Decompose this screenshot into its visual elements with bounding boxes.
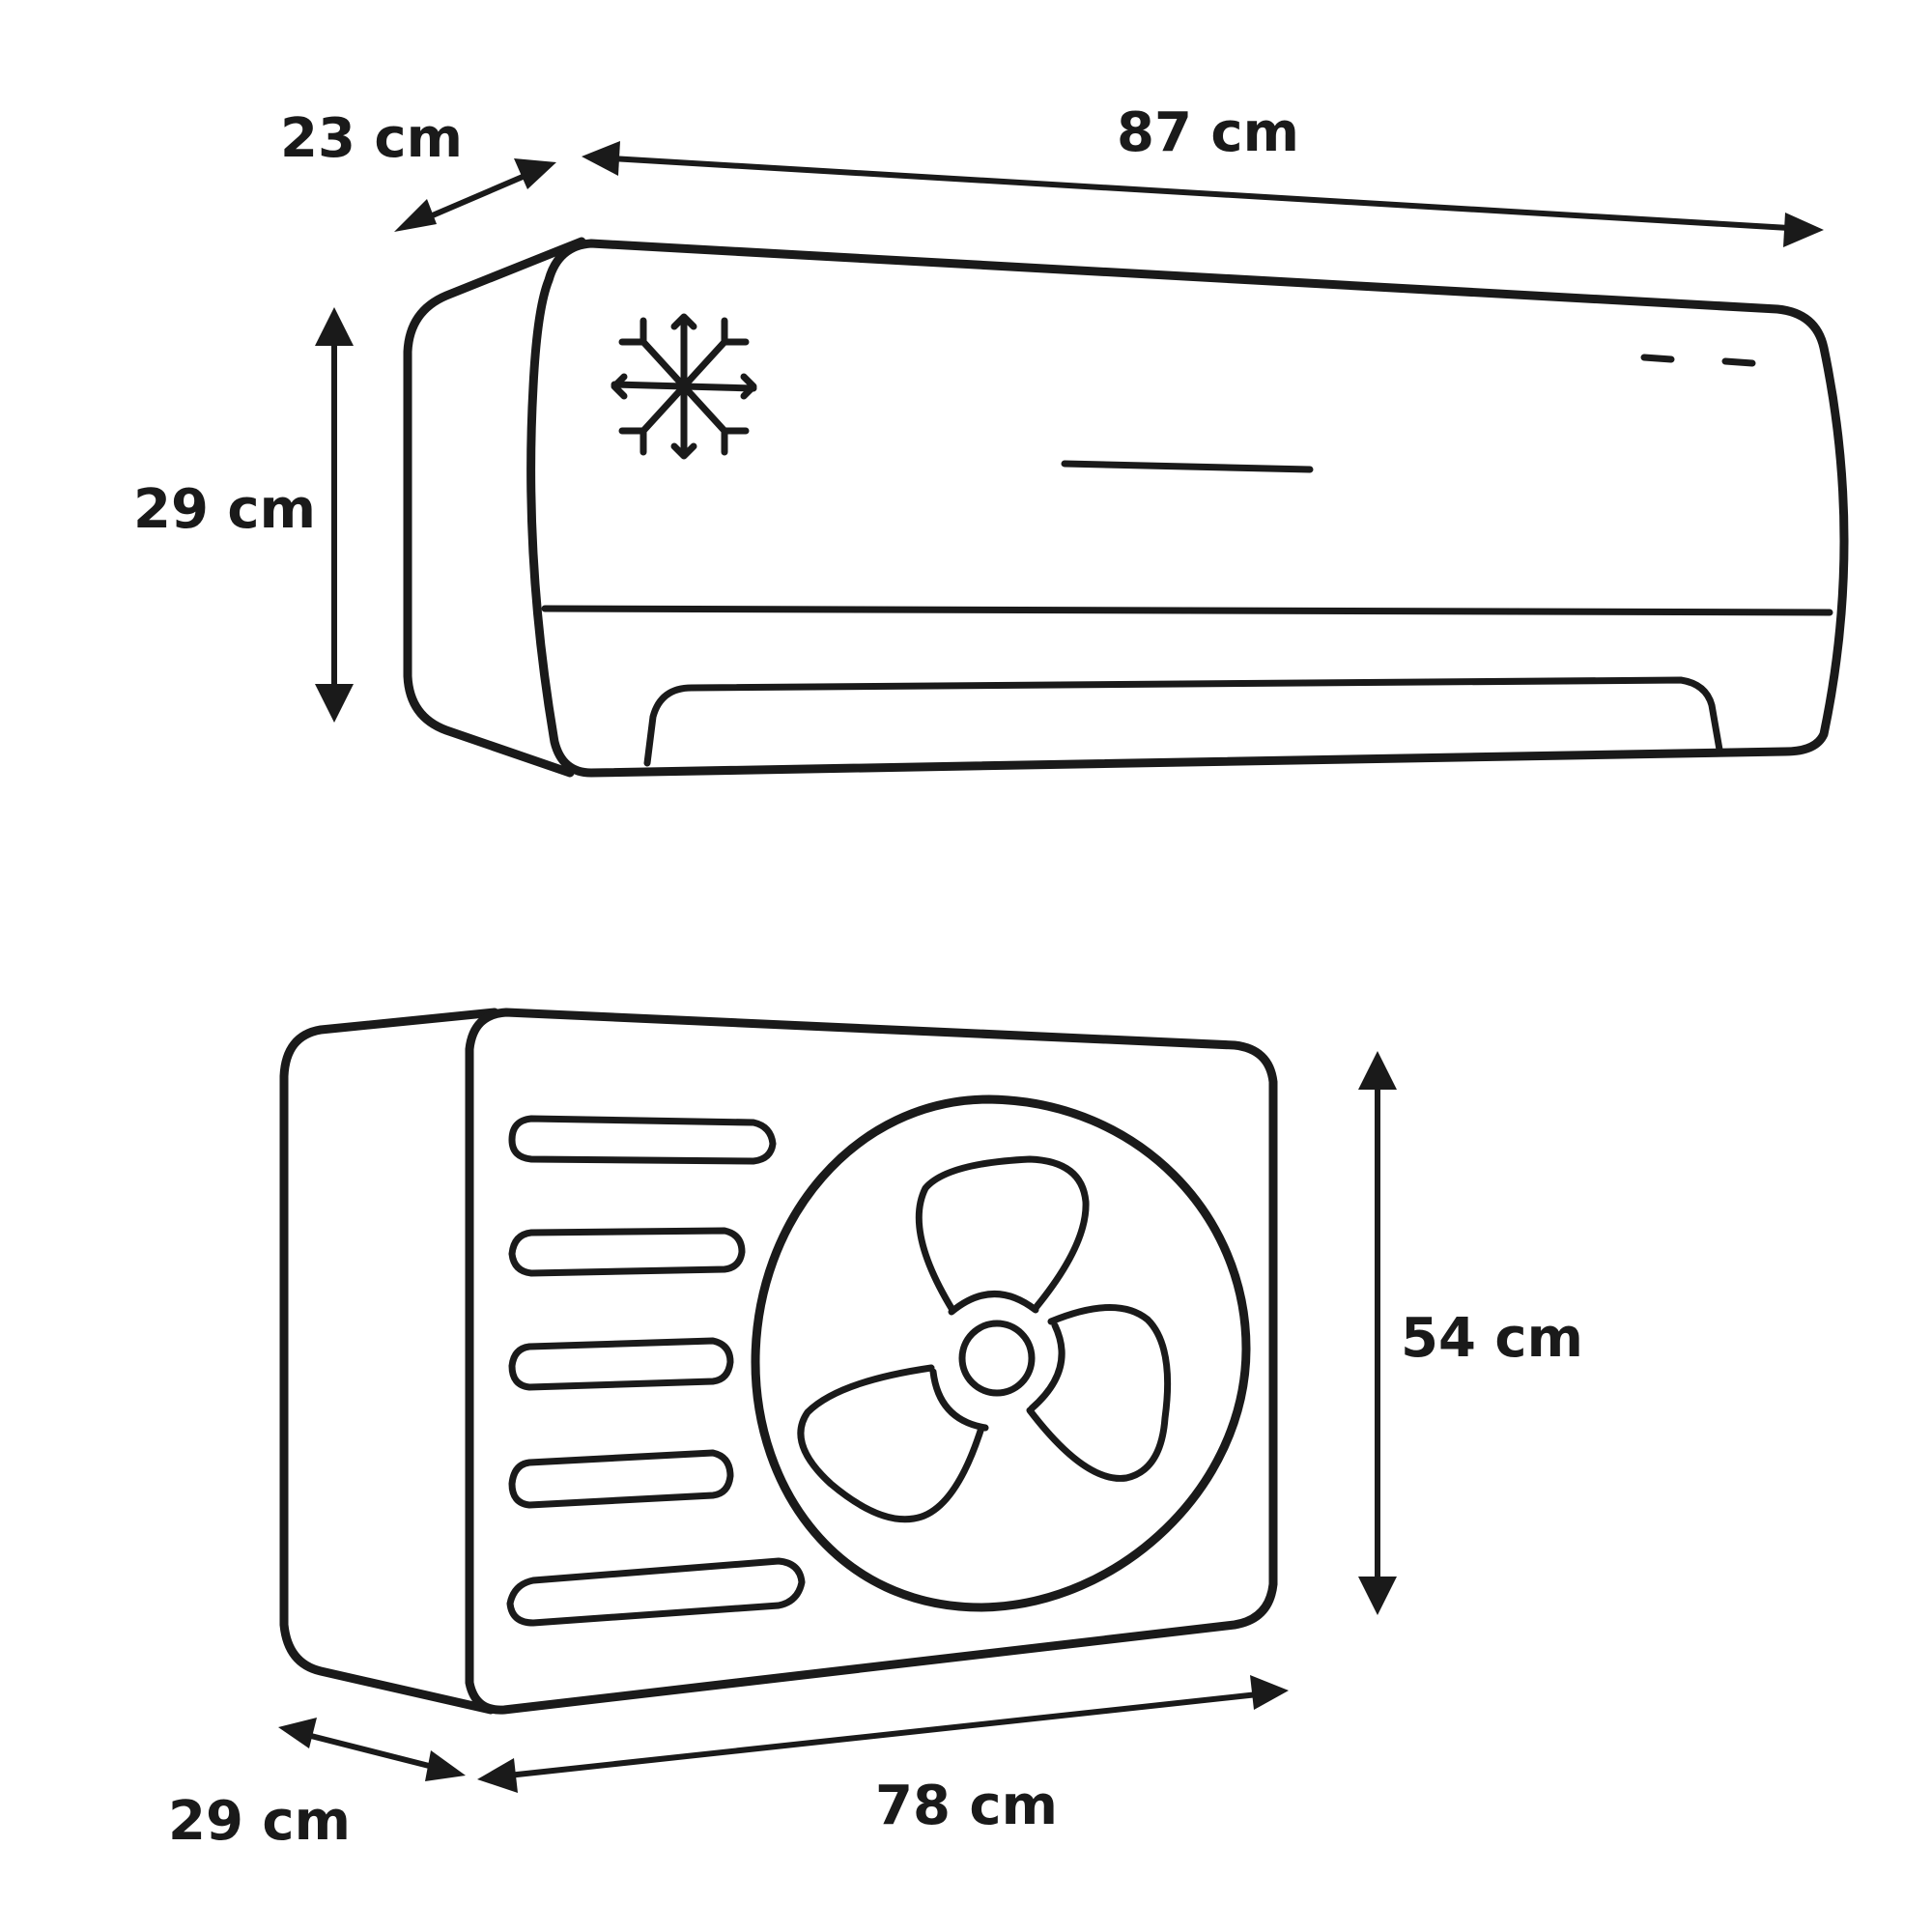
- indoor-depth-arrow: [394, 158, 556, 232]
- fan-icon: [797, 1155, 1172, 1523]
- outdoor-unit: [279, 1008, 1278, 1715]
- indoor-unit-body: [526, 239, 1849, 778]
- snowflake-icon: [611, 313, 757, 460]
- outdoor-height-label: 54 cm: [1401, 1307, 1583, 1370]
- indoor-width-arrow: [582, 141, 1824, 247]
- indoor-depth-label: 23 cm: [280, 107, 463, 170]
- outdoor-depth-label: 29 cm: [168, 1790, 351, 1853]
- outdoor-width-arrow: [477, 1675, 1289, 1793]
- fan-hub: [958, 1320, 1036, 1397]
- vent-slot: [506, 1557, 806, 1627]
- fan-blade: [915, 1155, 1090, 1314]
- outdoor-height-arrow: [1358, 1051, 1397, 1615]
- fan-grille: [751, 1094, 1251, 1612]
- indoor-unit-side-panel: [403, 237, 586, 778]
- indoor-unit-display-bar: [1061, 460, 1314, 473]
- indoor-unit-louver: [643, 676, 1723, 767]
- vent-slot: [508, 1449, 734, 1509]
- outdoor-unit-vents: [506, 1115, 806, 1627]
- indoor-unit: [403, 237, 1849, 778]
- fan-hub-ring: [929, 1291, 1065, 1432]
- outdoor-unit-body: [465, 1008, 1278, 1715]
- indoor-width-label: 87 cm: [1117, 101, 1299, 164]
- indoor-unit-panel-seam: [541, 605, 1833, 616]
- vent-slot: [508, 1337, 734, 1391]
- outdoor-unit-side-panel: [279, 1008, 499, 1715]
- indoor-unit-indicator-led: [1640, 354, 1675, 363]
- fan-blade: [797, 1364, 985, 1523]
- outdoor-depth-arrow: [278, 1718, 466, 1781]
- indoor-unit-indicator-led: [1721, 357, 1756, 367]
- vent-slot: [508, 1115, 777, 1165]
- fan-blade: [1026, 1304, 1172, 1482]
- indoor-height-arrow: [315, 307, 354, 723]
- vent-slot: [508, 1227, 746, 1277]
- indoor-height-label: 29 cm: [133, 478, 316, 541]
- outdoor-width-label: 78 cm: [875, 1775, 1058, 1837]
